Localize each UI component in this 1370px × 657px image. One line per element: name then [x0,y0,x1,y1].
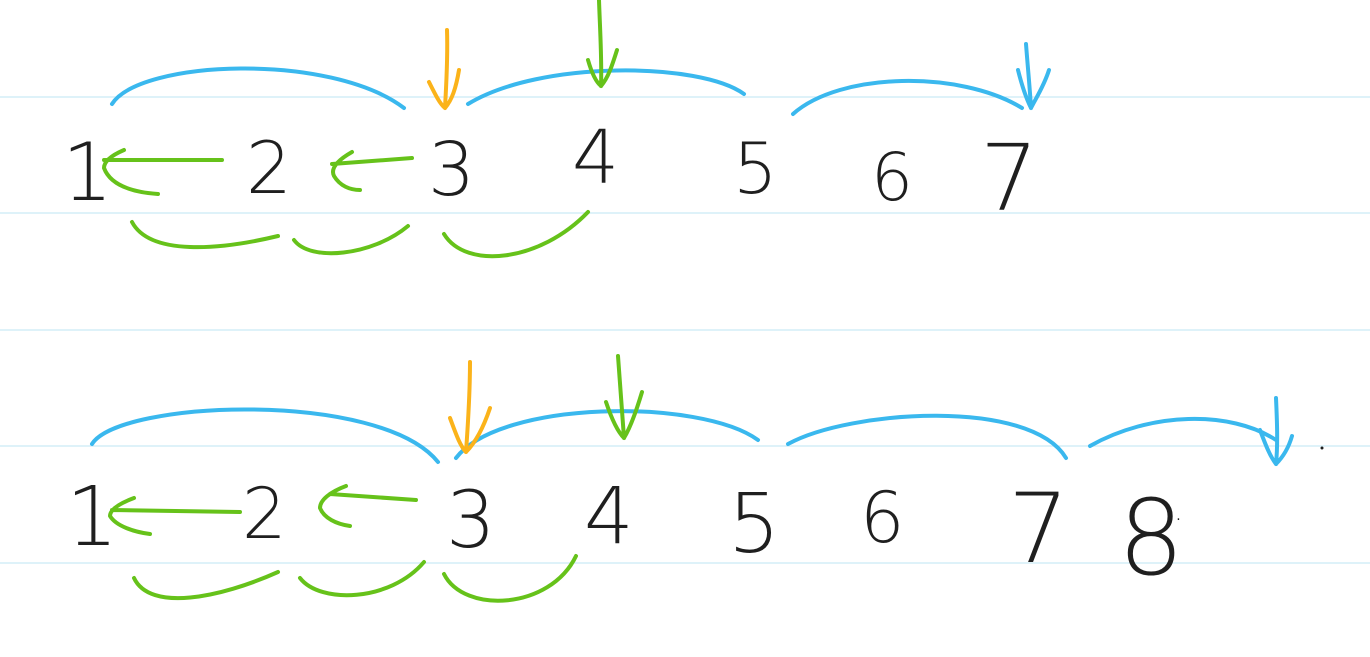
row2-trailing-dot: . [1174,494,1183,527]
row1-green-left-arrow [102,148,224,196]
row1-digit-7: 7 [980,125,1039,232]
row2-green-arc [298,560,426,598]
row1-orange-down-arrow [427,28,461,110]
row2-digit-2: 2 [242,473,287,555]
row1-green-arc [442,210,590,259]
row2-blue-arc [90,407,440,464]
row1-digit-3: 3 [428,127,475,213]
row2-blue-arc [1088,416,1278,448]
row2-green-left-arrow [108,496,242,536]
row2-green-left-arrow [318,484,418,528]
row2-green-arc [132,570,280,601]
row2-digit-5: 5 [728,477,780,572]
row1-blue-arc [466,68,746,106]
row2-orange-down-arrow [448,360,492,454]
row1-blue-arc [791,79,1024,116]
row1-green-arc [130,220,280,250]
row2-green-arc [442,554,578,603]
row2-digit-3: 3 [446,476,496,566]
row1-blue-down-arrow [1016,42,1051,110]
row2-blue-dot [1320,446,1324,450]
row1-digit-2: 2 [246,126,292,210]
row2-blue-arc [454,409,760,460]
row1-digit-5: 5 [733,128,778,210]
row2-green-down-arrow [604,354,644,440]
row-1: 1 2 3 4 5 6 7 [62,0,1051,259]
row1-green-left-arrow [330,150,414,192]
row-2: 1 2 3 4 5 6 7 8 . [66,354,1324,603]
row2-digit-4: 4 [584,472,634,562]
row1-green-down-arrow [586,0,619,88]
row2-digit-8: 8 [1118,477,1184,599]
row1-green-arc [292,224,410,256]
row2-digit-7: 7 [1008,473,1069,585]
row1-digit-4: 4 [572,115,619,201]
row2-blue-arc [786,413,1068,460]
row2-blue-down-arrow [1258,396,1294,466]
ruled-lines [0,96,1370,564]
row2-digit-6: 6 [860,477,905,559]
row1-digit-6: 6 [871,139,913,216]
row1-blue-arc [110,66,406,110]
